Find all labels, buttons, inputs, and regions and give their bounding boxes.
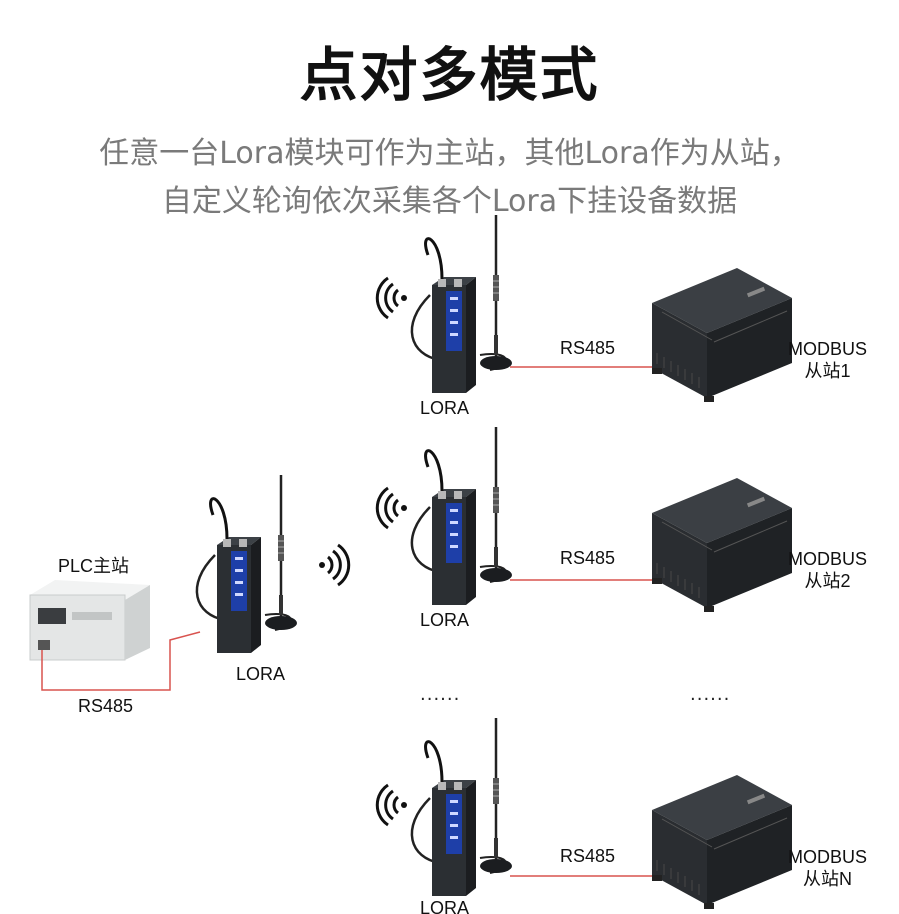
- slave-n-device-label: MODBUS 从站N: [788, 846, 867, 890]
- plc-master-device: [29, 580, 150, 661]
- slave-2-device-label: MODBUS 从站2: [788, 548, 867, 592]
- slave-2-device-type: MODBUS: [788, 549, 868, 569]
- slave-1-lora-label: LORA: [420, 398, 470, 418]
- slave-1-rs485-label: RS485: [560, 338, 616, 358]
- master-lora-module: [195, 473, 299, 655]
- ellipsis-right: ......: [690, 684, 731, 705]
- slave-2-rs485-label: RS485: [560, 548, 616, 568]
- slave-1-device-label: MODBUS 从站1: [788, 338, 867, 382]
- slave-n-device-type: MODBUS: [788, 847, 868, 867]
- slave-lora-module-n: [410, 716, 514, 898]
- slave-2-lora-label: LORA: [420, 610, 470, 630]
- rs485-wires: [41, 366, 665, 877]
- modbus-device-2: [651, 477, 793, 613]
- subtitle-line-2: 自定义轮询依次采集各个Lora下挂设备数据: [161, 184, 738, 219]
- master-lora-label: LORA: [236, 664, 286, 684]
- slave-1-device-name: 从站1: [804, 361, 851, 381]
- slave-n-rs485-label: RS485: [560, 846, 616, 866]
- plc-master-label: PLC主站: [58, 556, 130, 576]
- subtitle-line-1: 任意一台Lora模块可作为主站，其他Lora作为从站，: [99, 136, 800, 171]
- page-title: 点对多模式: [299, 41, 600, 109]
- slave-lora-module-1: [410, 213, 514, 395]
- ellipsis-left: ......: [420, 684, 461, 705]
- master-wireless-icon: [317, 543, 351, 587]
- slave-wireless-icon-n: [375, 783, 409, 827]
- slave-1-device-type: MODBUS: [788, 339, 868, 359]
- slave-lora-module-2: [410, 425, 514, 607]
- modbus-device-n: [651, 774, 793, 910]
- slave-wireless-icon-1: [375, 276, 409, 320]
- slave-n-device-name: 从站N: [803, 869, 852, 889]
- master-rs485-label: RS485: [78, 696, 134, 716]
- slave-n-lora-label: LORA: [420, 898, 470, 914]
- slave-wireless-icon-2: [375, 486, 409, 530]
- modbus-device-1: [651, 267, 793, 403]
- slave-2-device-name: 从站2: [804, 571, 851, 591]
